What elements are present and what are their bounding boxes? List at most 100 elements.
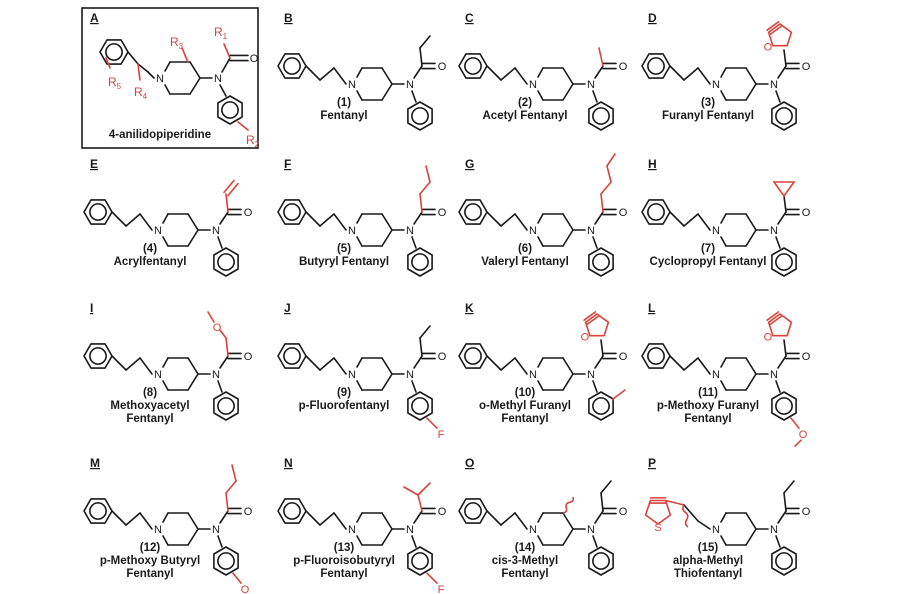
carbonyl-oxygen: O <box>250 53 259 65</box>
bond <box>305 355 321 371</box>
carbonyl-oxygen: O <box>802 207 811 219</box>
furan-double-bond <box>766 21 780 31</box>
anilide-phenyl-ring-aromatic <box>775 397 793 415</box>
furan-oxygen: O <box>764 332 773 344</box>
piperidine-bond <box>356 512 363 523</box>
methoxy-oxygen: O <box>241 584 250 594</box>
bond <box>305 211 321 227</box>
bond <box>411 236 417 249</box>
amide-nitrogen: N <box>587 524 595 536</box>
bond <box>137 63 141 81</box>
panel-letter: L <box>648 301 655 315</box>
phenethyl-phenyl-ring <box>458 53 488 79</box>
piperidine-bond <box>562 528 574 546</box>
piperidine-bond <box>162 357 169 368</box>
bond <box>594 355 604 369</box>
piperidine-bond <box>720 535 727 546</box>
r5-label-letter: R <box>108 75 117 89</box>
piperidine-bond <box>187 213 199 231</box>
bond <box>592 236 598 249</box>
wavy-bond <box>682 504 689 528</box>
piperidine-bond <box>562 512 574 530</box>
piperidine-bond <box>187 528 199 546</box>
fluorine: F <box>438 429 445 441</box>
bond <box>486 65 502 81</box>
compound-name-line2: Fentanyl <box>320 568 367 580</box>
panel-letter: J <box>284 301 291 315</box>
cyclopropyl-ring <box>772 181 796 198</box>
bond <box>777 211 787 225</box>
phenethyl-phenyl-ring <box>83 343 113 369</box>
r5-label: R5 <box>108 75 122 91</box>
compound-number: (7) <box>701 243 715 255</box>
anilide-phenyl-ring-aromatic <box>411 397 429 415</box>
bond <box>598 47 604 67</box>
thiophene-sulfur: S <box>654 522 661 534</box>
panel-letter: C <box>465 11 474 25</box>
furan-double-bond <box>583 311 597 321</box>
vinyl-double-bond <box>223 179 235 194</box>
compound-number: (12) <box>140 542 161 554</box>
amide-nitrogen: N <box>770 524 778 536</box>
bond <box>500 67 516 81</box>
compound-name: Butyryl Fentanyl <box>299 256 389 268</box>
bond <box>333 67 347 85</box>
phenethyl-phenyl-ring-aromatic <box>647 203 665 221</box>
piperidine-bond <box>162 380 169 391</box>
bond <box>612 389 626 400</box>
methoxy-oxygen: O <box>213 322 222 334</box>
bond <box>319 213 335 227</box>
piperidine-nitrogen: N <box>156 73 164 85</box>
panel-letter: O <box>465 456 474 470</box>
bond <box>217 236 223 249</box>
bond <box>219 84 227 97</box>
bond <box>219 211 229 225</box>
bond <box>232 572 242 584</box>
bond <box>219 355 229 369</box>
compound-name-line2: Fentanyl <box>126 568 173 580</box>
bond <box>411 535 417 548</box>
piperidine-bond <box>745 213 757 231</box>
anilide-phenyl-ring <box>407 247 433 277</box>
bond <box>333 512 347 530</box>
bond <box>606 153 616 167</box>
anilide-phenyl-ring <box>407 101 433 131</box>
carbonyl-oxygen: O <box>619 207 628 219</box>
phenethyl-phenyl-ring-aromatic <box>89 203 107 221</box>
compound-name-line2: Fentanyl <box>501 413 548 425</box>
bond <box>486 355 502 371</box>
carbonyl-oxygen: O <box>244 506 253 518</box>
anilide-phenyl-ring <box>588 101 614 131</box>
bond <box>419 193 423 213</box>
piperidine-bond <box>164 61 171 72</box>
bond <box>683 67 699 81</box>
bond <box>147 71 155 79</box>
piperidine-bond <box>745 229 757 247</box>
bond <box>486 510 502 526</box>
phenethyl-phenyl-ring-aromatic <box>647 347 665 365</box>
bond <box>775 380 781 393</box>
bond <box>207 311 215 323</box>
amide-nitrogen: N <box>770 225 778 237</box>
anilide-phenyl-ring-aromatic <box>592 397 610 415</box>
phenethyl-phenyl-ring <box>458 498 488 524</box>
bond <box>794 439 802 447</box>
compound-name: p-Fluorofentanyl <box>299 400 390 412</box>
r5-label-subscript: 5 <box>117 82 122 91</box>
piperidine-bond <box>187 357 199 375</box>
phenethyl-phenyl-ring <box>641 199 671 225</box>
bond <box>419 35 431 49</box>
anilide-phenyl-ring-aromatic <box>775 253 793 271</box>
bond <box>237 121 249 131</box>
r4-label-letter: R <box>134 85 143 99</box>
anilide-phenyl-ring <box>588 546 614 576</box>
bond <box>413 355 423 369</box>
piperidine-bond <box>537 67 544 78</box>
compound-number: (4) <box>143 243 157 255</box>
